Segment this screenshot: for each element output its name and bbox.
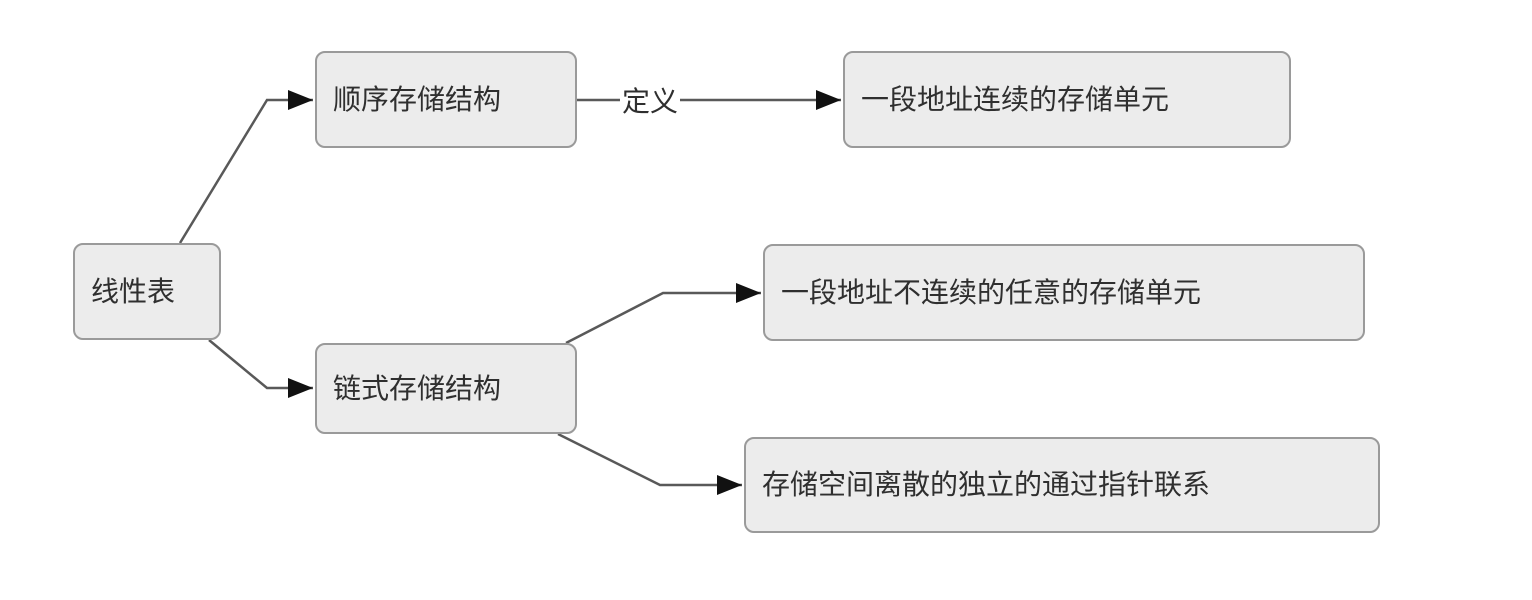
edge-linked-to-detail-2 — [557, 432, 742, 495]
node-sequential-definition-label: 一段地址连续的存储单元 — [861, 82, 1170, 116]
node-linked-detail-1: 一段地址不连续的任意的存储单元 — [763, 244, 1365, 341]
node-linear-list: 线性表 — [73, 243, 221, 340]
node-linked-storage: 链式存储结构 — [315, 343, 577, 434]
node-linked-detail-2: 存储空间离散的独立的通过指针联系 — [744, 437, 1380, 533]
node-sequential-storage: 顺序存储结构 — [315, 51, 577, 148]
node-linear-list-label: 线性表 — [91, 274, 176, 308]
node-linked-storage-label: 链式存储结构 — [333, 371, 502, 405]
edge-root-to-linked — [208, 339, 313, 398]
edge-linked-to-detail-1 — [565, 283, 761, 345]
node-linked-detail-2-label: 存储空间离散的独立的通过指针联系 — [762, 468, 1211, 502]
node-linked-detail-1-label: 一段地址不连续的任意的存储单元 — [781, 275, 1202, 309]
node-sequential-definition: 一段地址连续的存储单元 — [843, 51, 1291, 148]
edge-root-to-sequential — [178, 90, 313, 244]
node-sequential-storage-label: 顺序存储结构 — [333, 82, 502, 116]
edge-label-definition: 定义 — [619, 80, 681, 120]
